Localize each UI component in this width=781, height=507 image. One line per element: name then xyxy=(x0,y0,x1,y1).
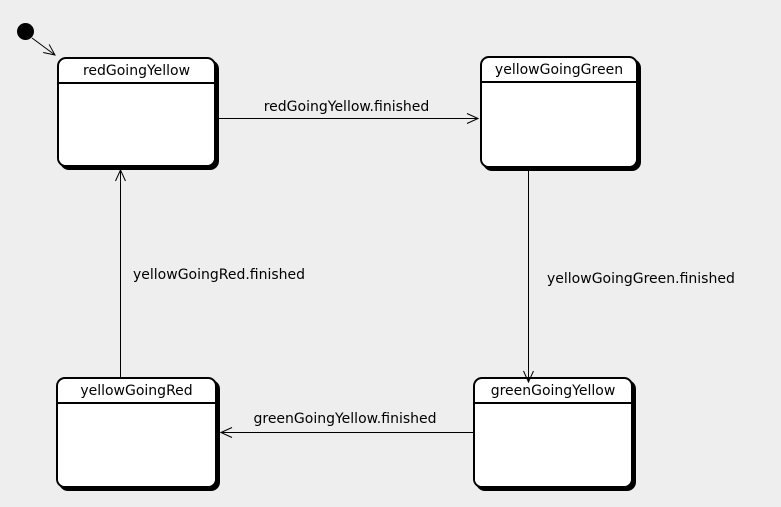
initial-state-icon[interactable] xyxy=(17,23,34,40)
transition-label-yellowGoingRed-finished: yellowGoingRed.finished xyxy=(133,267,306,283)
state-node-redGoingYellow[interactable]: redGoingYellow xyxy=(57,57,216,167)
state-body xyxy=(58,404,215,486)
state-body xyxy=(475,404,631,486)
state-title: greenGoingYellow xyxy=(475,379,631,404)
transition-initial-to-redGoingYellow xyxy=(31,37,55,55)
state-title: yellowGoingRed xyxy=(58,379,215,404)
state-body xyxy=(482,83,636,166)
state-node-yellowGoingGreen[interactable]: yellowGoingGreen xyxy=(480,56,638,168)
transition-label-yellowGoingGreen-finished: yellowGoingGreen.finished xyxy=(547,271,735,287)
transition-label-redGoingYellow-finished: redGoingYellow.finished xyxy=(263,99,430,115)
state-title: redGoingYellow xyxy=(59,59,214,84)
state-title: yellowGoingGreen xyxy=(482,58,636,83)
transition-label-greenGoingYellow-finished: greenGoingYellow.finished xyxy=(253,411,437,427)
state-node-yellowGoingRed[interactable]: yellowGoingRed xyxy=(56,377,217,488)
state-body xyxy=(59,84,214,165)
state-node-greenGoingYellow[interactable]: greenGoingYellow xyxy=(473,377,633,488)
